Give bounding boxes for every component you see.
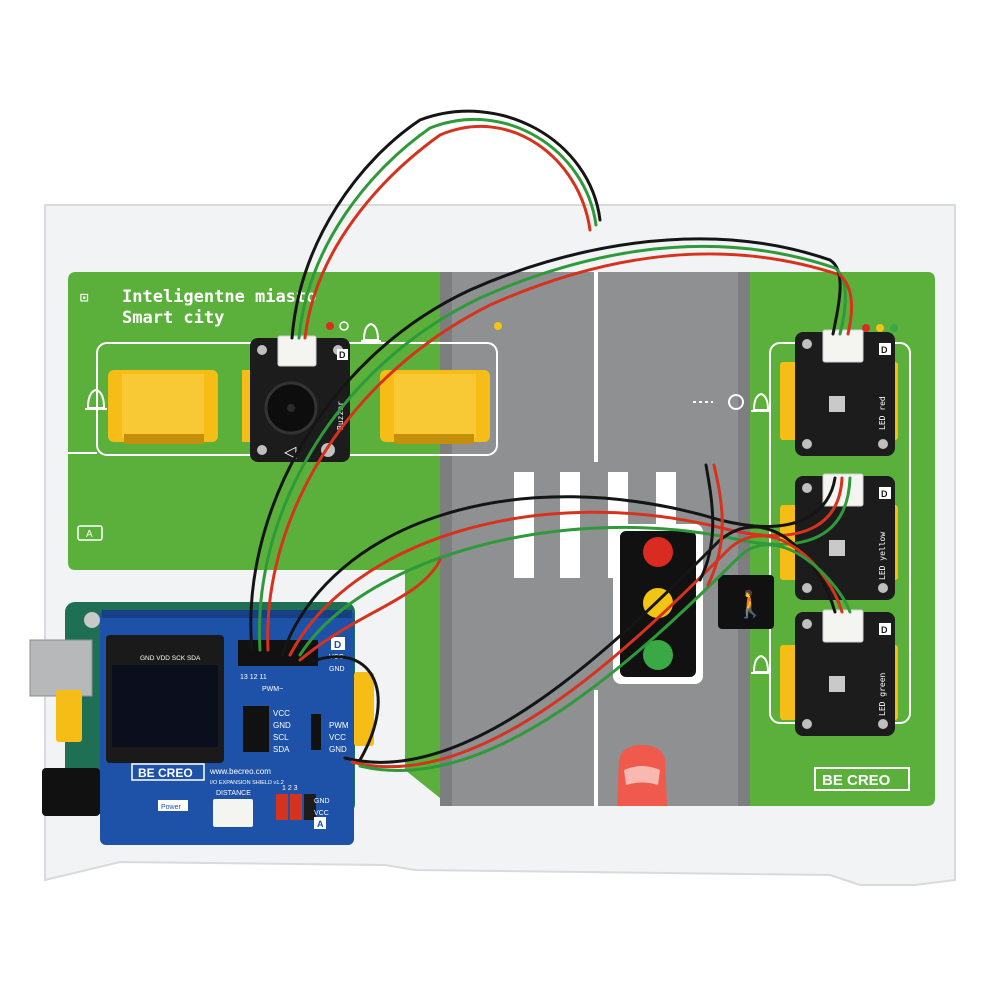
servo-vcc: VCC — [329, 733, 346, 742]
svg-text:🚶: 🚶 — [734, 589, 766, 620]
servo-gnd: GND — [329, 745, 347, 754]
oled-pins-label: GND VDD SCK SDA — [140, 655, 201, 662]
bell-icon — [85, 322, 771, 674]
corner-label-box — [77, 525, 103, 541]
a-badge: A — [317, 819, 324, 829]
shield-brand-logo: BE CREO — [138, 766, 193, 780]
pwm-label: PWM~ — [262, 686, 283, 693]
led-yellow-label: LED yellow — [878, 532, 887, 580]
board-brand-logo: BE CREO — [822, 772, 891, 789]
led-red-chip — [829, 396, 845, 412]
shield-subtitle: I/O EXPANSION SHIELD v1.2 — [210, 780, 284, 786]
board-title-line2: Smart city — [122, 308, 224, 328]
led-yellow-module[interactable]: D LED yellow — [795, 473, 895, 600]
usb-port — [29, 639, 93, 697]
distance-label: DISTANCE — [216, 790, 251, 797]
distance-connector — [213, 799, 253, 827]
board-title-icon: ⊡ — [80, 290, 88, 306]
i2c-vcc: VCC — [273, 709, 290, 718]
buzzer-badge: D — [339, 350, 346, 360]
analog-numbers: 1 2 3 — [282, 785, 298, 792]
d-pin-numbers: 13 12 11 — [240, 674, 267, 681]
led-green-badge: D — [881, 625, 888, 635]
yellow-clips-shield — [56, 672, 374, 746]
led-green-label: LED green — [878, 672, 887, 716]
status-dots-icon — [326, 321, 898, 332]
power-label: Power — [161, 804, 182, 811]
sensor-icon — [693, 394, 744, 410]
speaker-icon: ◁ — [283, 442, 297, 461]
lane-markings — [594, 272, 598, 806]
led-green-module[interactable]: D LED green — [795, 609, 895, 736]
i2c-gnd: GND — [273, 721, 291, 730]
led-red-module[interactable]: D LED red — [795, 329, 895, 456]
corner-label-a: A — [86, 529, 93, 540]
power-jack — [42, 768, 100, 816]
analog-vcc: VCC — [314, 810, 329, 817]
buzzer-module[interactable]: D Buzzer ◁ — [250, 335, 350, 462]
pedestrian-sign-icon: 🚶 — [718, 575, 774, 629]
led-green-chip — [829, 676, 845, 692]
buzzer-connector — [277, 335, 317, 367]
board-title-line1: Inteligentne miasto — [122, 287, 316, 307]
i2c-scl: SCL — [273, 733, 289, 742]
d-badge: D — [334, 640, 341, 651]
header-gnd-label: GND — [329, 666, 345, 673]
i2c-sda: SDA — [273, 745, 290, 754]
led-red-label: LED red — [878, 396, 887, 430]
cables — [249, 109, 854, 773]
led-yellow-badge: D — [881, 489, 888, 499]
analog-gnd: GND — [314, 798, 330, 805]
yellow-clips-left — [108, 370, 490, 444]
red-car-icon — [617, 745, 667, 806]
shield-url: www.becreo.com — [209, 767, 271, 776]
traffic-light-red — [643, 537, 673, 567]
led-yellow-chip — [829, 540, 845, 556]
expansion-shield[interactable]: GND VDD SCK SDA 13 12 11 PWM~ D VCC GND … — [100, 610, 354, 845]
board-title: ⊡ Inteligentne miasto Smart city — [80, 287, 316, 328]
buzzer-label: Buzzer — [336, 401, 345, 430]
led-red-badge: D — [881, 345, 888, 355]
servo-pwm: PWM — [329, 721, 349, 730]
traffic-light-green — [643, 640, 673, 670]
